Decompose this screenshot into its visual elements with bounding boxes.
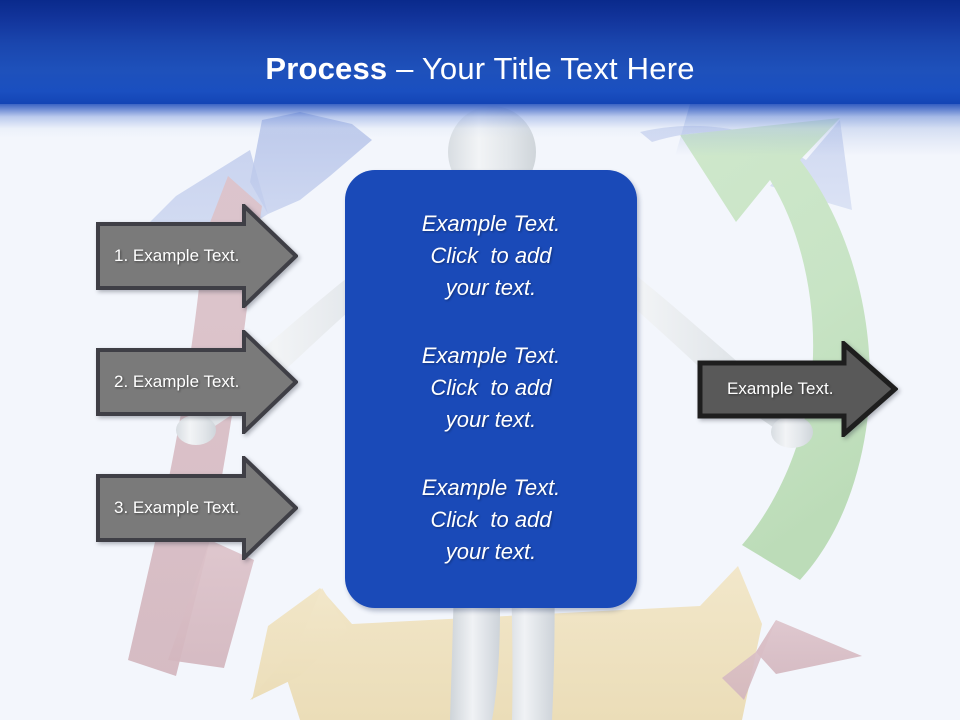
green-cycle-arrow xyxy=(680,118,870,580)
page-title-rest: – Your Title Text Here xyxy=(387,51,695,86)
panel-text-line: Click to add xyxy=(430,507,552,532)
right-arrow-icon xyxy=(697,341,898,437)
page-title: Process – Your Title Text Here xyxy=(0,50,960,88)
pink-arrow-tail xyxy=(722,620,862,700)
page-title-bold: Process xyxy=(265,51,388,86)
panel-text-line: your text. xyxy=(445,275,537,300)
panel-text-line: Example Text. xyxy=(421,475,561,500)
center-text-panel[interactable]: Example Text. Click to add your text. Ex… xyxy=(345,170,637,608)
cream-cycle-arrow xyxy=(250,566,762,720)
slide-header-band xyxy=(0,0,960,104)
left-arrow-3[interactable]: 3. Example Text. xyxy=(96,456,298,560)
left-arrow-1[interactable]: 1. Example Text. xyxy=(96,204,298,308)
panel-text-block-2[interactable]: Example Text. Click to add your text. xyxy=(373,340,609,436)
left-arrow-2[interactable]: 2. Example Text. xyxy=(96,330,298,434)
right-arrow[interactable]: Example Text. xyxy=(697,341,898,437)
right-arrow-icon xyxy=(96,330,298,434)
right-arrow-label: Example Text. xyxy=(727,379,834,398)
panel-text-line: Click to add xyxy=(430,375,552,400)
right-arrow-icon xyxy=(96,204,298,308)
left-arrow-3-label: 3. Example Text. xyxy=(114,498,240,517)
panel-text-line: your text. xyxy=(445,539,537,564)
panel-text-line: your text. xyxy=(445,407,537,432)
left-arrow-2-label: 2. Example Text. xyxy=(114,372,240,391)
left-arrow-1-label: 1. Example Text. xyxy=(114,246,240,265)
panel-text-block-1[interactable]: Example Text. Click to add your text. xyxy=(373,208,609,304)
right-arrow-icon xyxy=(96,456,298,560)
panel-text-line: Click to add xyxy=(430,243,552,268)
panel-text-line: Example Text. xyxy=(421,211,561,236)
panel-text-line: Example Text. xyxy=(421,343,561,368)
panel-text-block-3[interactable]: Example Text. Click to add your text. xyxy=(373,472,609,568)
